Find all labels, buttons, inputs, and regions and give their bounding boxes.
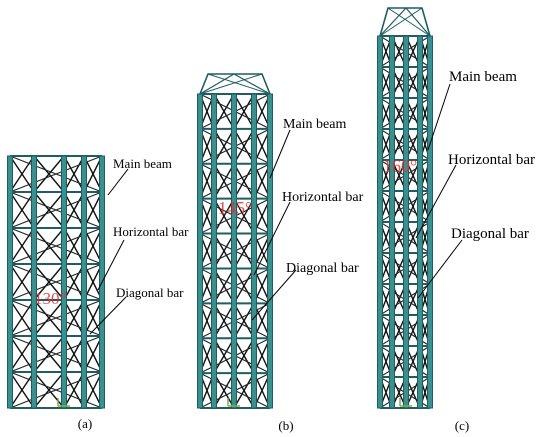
leader-main-beam-b — [269, 129, 291, 179]
angle-label-b: 145° — [218, 198, 252, 218]
diagonal-bar — [9, 155, 35, 193]
label-main-beam-c: Main beam — [449, 69, 517, 85]
diagonal-bar — [233, 337, 255, 374]
main-beam — [267, 93, 273, 409]
diagonal-bar — [9, 335, 35, 373]
main-beam — [403, 35, 409, 409]
diagonal-bar — [213, 302, 235, 339]
diagonal-bar — [233, 128, 255, 165]
panel-b: Main beam Horizontal bar Diagonal bar 14… — [197, 73, 364, 433]
panel-c: Main beam Horizontal bar Diagonal bar 16… — [377, 7, 535, 433]
main-beam — [427, 35, 433, 409]
main-beam — [231, 93, 237, 409]
angle-label-a: 130° — [34, 289, 66, 308]
diagonal-bar — [9, 263, 35, 301]
label-horizontal-bar-a: Horizontal bar — [113, 224, 189, 239]
diagonal-bar — [63, 227, 85, 265]
diagonal-bar — [9, 299, 35, 337]
main-beam — [197, 93, 203, 409]
diagonal-bar — [233, 372, 255, 409]
diagonal-bar — [213, 337, 235, 374]
diagonal-bar — [33, 299, 65, 337]
diagonal-bar — [233, 302, 255, 339]
roof-diagonal — [379, 7, 407, 37]
main-beam — [81, 155, 87, 409]
diagonal-bar — [63, 371, 85, 409]
leader-diagonal-bar-a — [89, 296, 127, 335]
diagonal-bar — [233, 233, 255, 269]
diagonal-bar — [33, 371, 65, 409]
diagonal-bar — [9, 371, 35, 409]
leader-main-beam-c — [427, 83, 451, 151]
diagonal-bar — [233, 163, 255, 200]
roof-diagonal — [379, 7, 423, 37]
diagonal-bar — [33, 263, 65, 301]
leader-horizontal-bar-a — [97, 239, 125, 291]
diagonal-bar — [63, 299, 85, 337]
roof-diagonal — [233, 73, 271, 95]
diagonal-bar — [233, 93, 255, 130]
main-beam — [417, 35, 423, 409]
diagonal-bar — [63, 335, 85, 373]
label-diagonal-bar-a: Diagonal bar — [116, 285, 184, 300]
diagonal-bar — [213, 128, 235, 165]
diagonal-bar — [9, 191, 35, 229]
tower-b — [197, 73, 273, 409]
main-beam — [31, 155, 37, 409]
diagonal-bar — [33, 191, 65, 229]
roof-truss — [379, 7, 431, 37]
main-beam — [7, 155, 13, 409]
diagonal-bar — [213, 372, 235, 409]
panel-a: Main beam Horizontal bar Diagonal bar 13… — [7, 155, 189, 431]
label-diagonal-bar-c: Diagonal bar — [451, 226, 529, 242]
diagonal-bar — [233, 268, 255, 304]
diagonal-bar — [63, 155, 85, 193]
label-main-beam-b: Main beam — [283, 117, 346, 132]
main-beam — [389, 35, 395, 409]
main-beam — [211, 93, 217, 409]
diagonal-bar — [213, 93, 235, 130]
leader-main-beam-a — [107, 168, 129, 196]
diagonal-bar — [9, 227, 35, 265]
main-beam — [377, 35, 383, 409]
diagonal-bar — [33, 227, 65, 265]
diagonal-bar — [63, 263, 85, 301]
caption-a: (a) — [78, 416, 92, 431]
roof-diagonal — [387, 7, 431, 37]
leader-horizontal-bar-c — [415, 164, 457, 239]
roof-diagonal — [207, 73, 271, 95]
caption-b: (b) — [278, 418, 293, 433]
diagonal-bar — [63, 191, 85, 229]
diagonal-bar — [233, 198, 255, 234]
roof-diagonal — [199, 73, 263, 95]
roof-diagonal — [199, 73, 235, 95]
label-main-beam-a: Main beam — [113, 156, 172, 171]
diagonal-bar — [213, 163, 235, 200]
diagonal-bar — [33, 155, 65, 193]
tower-c — [377, 7, 433, 409]
diagonal-bar — [213, 198, 235, 234]
leader-diagonal-bar-b — [251, 269, 297, 321]
diagonal-bar — [33, 335, 65, 373]
tower-a — [7, 155, 105, 409]
roof-diagonal — [405, 7, 431, 37]
main-beam — [251, 93, 257, 409]
label-diagonal-bar-b: Diagonal bar — [286, 261, 359, 276]
diagonal-bar — [213, 268, 235, 304]
label-horizontal-bar-c: Horizontal bar — [448, 152, 535, 168]
leader-horizontal-bar-b — [253, 201, 291, 276]
angle-label-c: 160° — [383, 156, 417, 176]
caption-c: (c) — [455, 418, 469, 433]
label-horizontal-bar-b: Horizontal bar — [282, 190, 364, 205]
main-beam — [61, 155, 67, 409]
diagonal-bar — [213, 233, 235, 269]
leader-diagonal-bar-c — [417, 239, 463, 299]
